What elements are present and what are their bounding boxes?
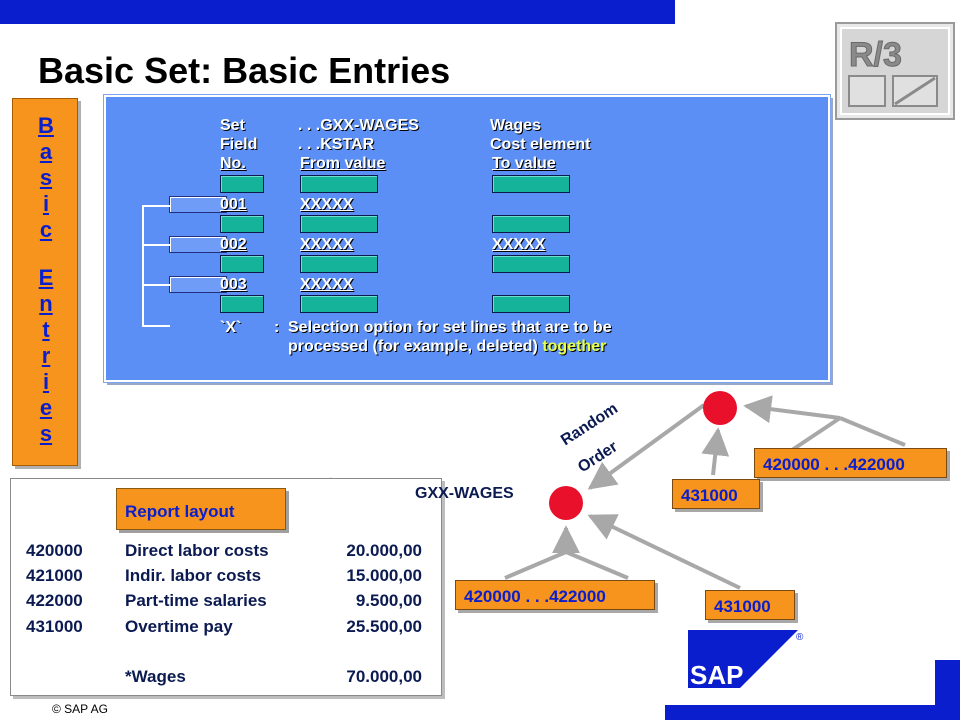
report-code: 421000 xyxy=(26,566,83,585)
order-label: Order xyxy=(575,438,621,477)
to-value-input[interactable] xyxy=(492,215,570,233)
sidebar-letter: r xyxy=(41,343,51,368)
field-label: Field xyxy=(220,136,258,153)
report-code: 422000 xyxy=(26,591,83,610)
selection-bracket xyxy=(142,205,170,327)
to-column-header: To value xyxy=(492,155,556,172)
note-colon: : xyxy=(274,319,280,336)
range-box-top: 420000 . . .422000 xyxy=(754,448,947,478)
top-bar xyxy=(0,0,675,24)
row-select-box[interactable] xyxy=(169,236,227,253)
bracket-tick xyxy=(142,244,170,246)
no-input[interactable] xyxy=(220,215,264,233)
no-column-header: No. xyxy=(220,155,246,172)
row-select-box[interactable] xyxy=(169,276,227,293)
sidebar-letter: c xyxy=(39,217,53,242)
no-input[interactable] xyxy=(220,295,264,313)
set-name-label: GXX-WAGES xyxy=(415,485,514,502)
report-amount: 9.500,00 xyxy=(355,591,422,610)
connector-line xyxy=(790,416,842,452)
from-value-input[interactable] xyxy=(300,255,378,273)
report-code: 431000 xyxy=(26,617,83,636)
connector-arrow xyxy=(701,427,730,476)
row-from-value: XXXXX xyxy=(300,196,354,213)
row-from-value: XXXXX xyxy=(300,276,354,293)
sidebar-letter: t xyxy=(42,317,50,342)
single-box-bottom: 431000 xyxy=(705,590,795,620)
no-input[interactable] xyxy=(220,255,264,273)
copyright-text: © SAP AG xyxy=(52,702,108,716)
row-from-value: XXXXX xyxy=(300,236,354,253)
to-value-input[interactable] xyxy=(492,255,570,273)
bracket-tick xyxy=(142,284,170,286)
report-description: Overtime pay xyxy=(125,617,233,636)
to-value-input[interactable] xyxy=(492,295,570,313)
note-key: `X` xyxy=(220,319,242,336)
report-total-label: *Wages xyxy=(125,667,186,686)
report-amount: 25.500,00 xyxy=(346,617,422,636)
sidebar-letter: B xyxy=(38,113,54,138)
from-value-input[interactable] xyxy=(300,175,378,193)
sidebar-letter: s xyxy=(39,165,53,190)
page-title: Basic Set: Basic Entries xyxy=(38,50,451,91)
connector-arrow xyxy=(743,395,841,424)
report-description: Indir. labor costs xyxy=(125,566,262,585)
sidebar-letter: s xyxy=(39,421,53,446)
from-column-header: From value xyxy=(300,155,386,172)
sap-logo-icon: SAP ® xyxy=(688,630,804,688)
registered-mark: ® xyxy=(796,632,804,643)
set-entry-panel: Set . . .GXX-WAGES Wages Field . . .KSTA… xyxy=(103,94,831,383)
sidebar-letter: i xyxy=(42,191,50,216)
basic-entries-sidebar: B a s i c E n t r i e s xyxy=(12,98,78,466)
r3-logo-text: R/3 xyxy=(849,36,902,74)
gxx-wages-node xyxy=(549,486,583,520)
bottom-bar-horizontal xyxy=(665,705,960,720)
sidebar-letter: e xyxy=(39,395,53,420)
report-total-amount: 70.000,00 xyxy=(346,667,422,686)
set-value: . . .GXX-WAGES xyxy=(298,117,419,134)
note-line-2: processed (for example, deleted) togethe… xyxy=(288,338,606,356)
report-amount: 20.000,00 xyxy=(346,541,422,560)
sidebar-letter: a xyxy=(39,139,53,164)
r3-logo-icon: R/3 xyxy=(835,22,955,120)
range-box-bottom: 420000 . . .422000 xyxy=(455,580,655,610)
set-description: Wages xyxy=(490,117,541,134)
row-number: 003 xyxy=(220,276,247,293)
to-value-input[interactable] xyxy=(492,175,570,193)
connector-line xyxy=(504,550,567,580)
no-input[interactable] xyxy=(220,175,264,193)
row-number: 002 xyxy=(220,236,247,253)
connector-arrow xyxy=(587,514,741,590)
set-label: Set xyxy=(220,117,245,134)
note-line-2-text: processed (for example, deleted) xyxy=(288,338,538,355)
connector-line xyxy=(565,550,629,580)
sidebar-letter: i xyxy=(42,369,50,394)
from-value-input[interactable] xyxy=(300,295,378,313)
row-number: 001 xyxy=(220,196,247,213)
sap-logo-text: SAP xyxy=(690,660,743,688)
field-value: . . .KSTAR xyxy=(298,136,375,153)
from-value-input[interactable] xyxy=(300,215,378,233)
field-description: Cost element xyxy=(490,136,591,153)
row-to-value: XXXXX xyxy=(492,236,546,253)
sidebar-letter: n xyxy=(39,291,53,316)
report-layout-label: Report layout xyxy=(116,488,286,530)
row-select-box[interactable] xyxy=(169,196,227,213)
note-line-1: Selection option for set lines that are … xyxy=(288,319,612,336)
sidebar-letter: E xyxy=(38,265,54,290)
top-node xyxy=(703,391,737,425)
report-amount: 15.000,00 xyxy=(346,566,422,585)
note-highlight: together xyxy=(542,338,607,355)
report-description: Direct labor costs xyxy=(125,541,269,560)
report-description: Part-time salaries xyxy=(125,591,267,610)
single-box-top: 431000 xyxy=(672,479,760,509)
report-code: 420000 xyxy=(26,541,83,560)
connector-line xyxy=(839,416,906,447)
